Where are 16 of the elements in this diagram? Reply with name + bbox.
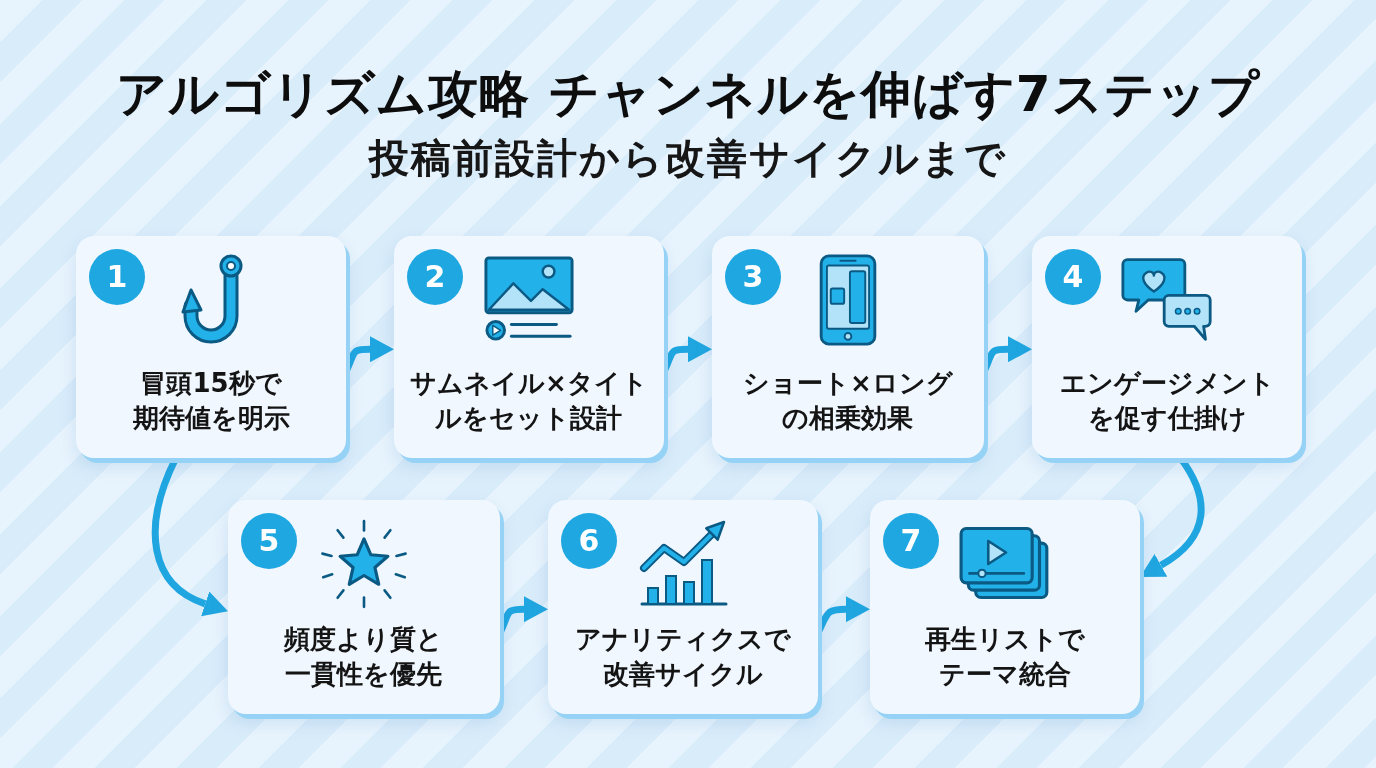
step-number: 6	[561, 513, 617, 569]
subtitle: 投稿前設計から改善サイクルまで	[369, 134, 1007, 182]
step-label: サムネイル×タイトルをセット設計	[409, 367, 649, 436]
step-number: 7	[883, 513, 939, 569]
step-label: エンゲージメントを促す仕掛け	[1058, 367, 1276, 436]
step-number: 2	[407, 249, 463, 305]
step-number: 3	[725, 249, 781, 305]
step-label: アナリティクスで改善サイクル	[574, 623, 792, 692]
step-label: ショート×ロングの相乗効果	[742, 367, 954, 436]
step-number: 4	[1045, 249, 1101, 305]
title: アルゴリズム攻略 チャンネルを伸ばす7ステップ	[116, 64, 1260, 124]
step-label: 頻度より質と一貫性を優先	[283, 623, 445, 692]
step-label: 再生リストでテーマ統合	[924, 623, 1086, 692]
step-number: 1	[89, 249, 145, 305]
step-label: 冒頭15秒で期待値を明示	[131, 367, 291, 436]
step-number: 5	[241, 513, 297, 569]
